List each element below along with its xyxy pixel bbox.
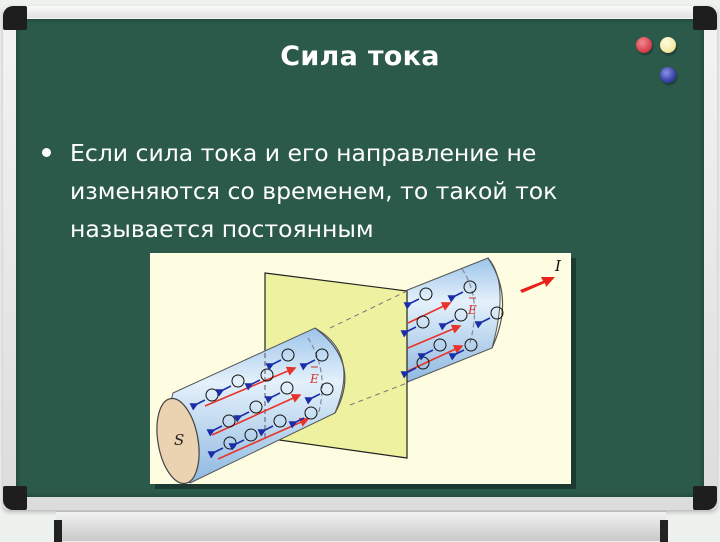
conductor-diagram: S — [150, 253, 571, 484]
current-arrow-icon — [520, 277, 555, 293]
svg-text:I: I — [554, 257, 562, 275]
bullet-line: называется постоянным — [70, 215, 374, 243]
frame-top-strip — [23, 6, 697, 18]
magnet-yellow-icon — [660, 37, 676, 53]
frame-corner — [3, 486, 27, 510]
bullet-line: изменяются со временем, то такой ток — [70, 177, 558, 205]
slide-title: Сила тока — [280, 41, 440, 72]
frame-corner — [693, 6, 717, 30]
tray-end — [660, 520, 668, 542]
bullet-line: Если сила тока и его направление не — [70, 139, 537, 167]
frame-corner — [693, 486, 717, 510]
bullet-list: Если сила тока и его направление не изме… — [42, 134, 622, 248]
cross-section-face — [156, 397, 200, 484]
tray-end — [54, 520, 62, 542]
marker-tray — [54, 511, 668, 542]
magnet-blue-icon — [660, 67, 676, 83]
frame-corner — [3, 6, 27, 30]
svg-text:S: S — [174, 431, 184, 449]
bullet-icon — [42, 148, 51, 157]
svg-text:E: E — [467, 303, 477, 317]
svg-text:E: E — [309, 372, 319, 386]
conductor-diagram-svg: S — [156, 257, 562, 484]
magnet-red-icon — [636, 37, 652, 53]
